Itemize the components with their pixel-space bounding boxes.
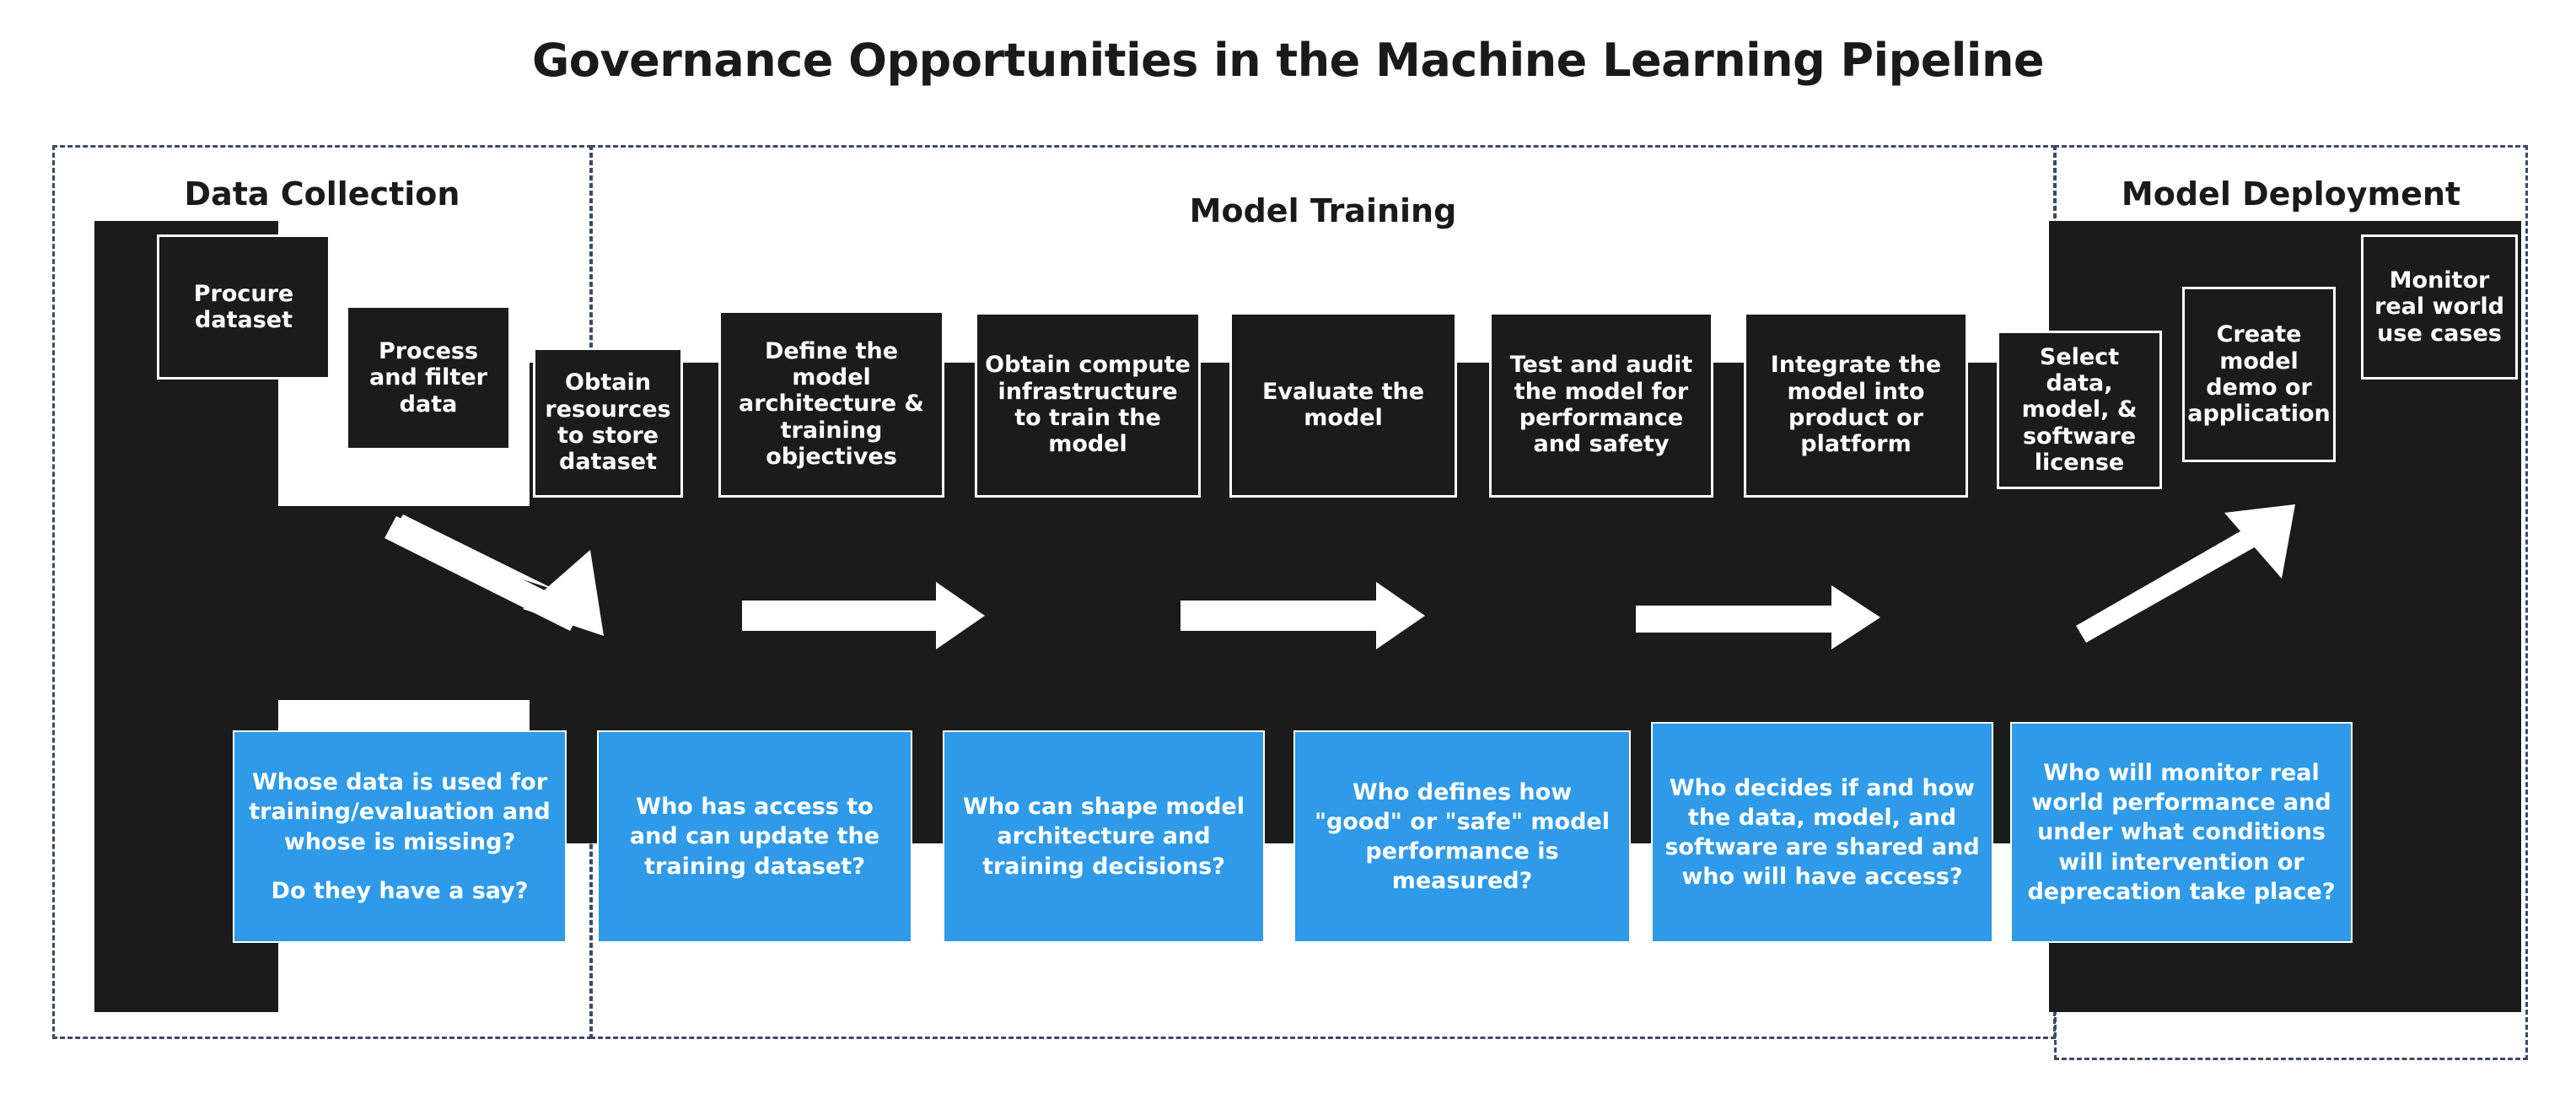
task-label: Create model demo or application xyxy=(2187,321,2331,428)
question-line-1: Who can shape model architecture and tra… xyxy=(963,794,1245,880)
lane-label-model-training: Model Training xyxy=(1189,192,1457,229)
lane-label-model-deployment: Model Deployment xyxy=(2121,175,2461,213)
question-box-monitoring[interactable]: Who will monitor real world performance … xyxy=(2010,722,2353,943)
task-box-test-audit-model[interactable]: Test and audit the model for performance… xyxy=(1489,312,1713,498)
question-line-gap xyxy=(245,857,555,876)
task-label: Select data, model, & software license xyxy=(2021,343,2138,476)
question-box-sharing-access[interactable]: Who decides if and how the data, model, … xyxy=(1651,722,1993,943)
task-label: Test and audit the model for performance… xyxy=(1509,352,1693,458)
question-box-access-update[interactable]: Who has access to and can update the tra… xyxy=(597,730,912,943)
question-line-1: Who decides if and how the data, model, … xyxy=(1664,774,1980,891)
question-box-define-good-safe[interactable]: Who defines how "good" or "safe" model p… xyxy=(1293,730,1631,943)
task-label: Process and filter data xyxy=(369,338,487,417)
question-line-1: Who defines how "good" or "safe" model p… xyxy=(1314,778,1610,895)
task-box-obtain-storage[interactable]: Obtain resources to store dataset xyxy=(533,347,683,498)
question-box-whose-data[interactable]: Whose data is used for training/evaluati… xyxy=(233,730,567,943)
question-line-1: Who has access to and can update the tra… xyxy=(629,794,880,880)
lane-label-data-collection: Data Collection xyxy=(184,175,460,213)
page-title: Governance Opportunities in the Machine … xyxy=(531,34,2045,87)
task-box-obtain-compute[interactable]: Obtain compute infrastructure to train t… xyxy=(975,312,1201,498)
task-box-create-demo[interactable]: Create model demo or application xyxy=(2182,287,2336,462)
task-box-monitor-use-cases[interactable]: Monitor real world use cases xyxy=(2361,234,2518,380)
task-label: Procure dataset xyxy=(193,280,294,333)
task-label: Define the model architecture & training… xyxy=(739,337,924,470)
task-label: Obtain compute infrastructure to train t… xyxy=(985,352,1191,458)
task-label: Integrate the model into product or plat… xyxy=(1770,352,1942,458)
question-box-shape-architecture[interactable]: Who can shape model architecture and tra… xyxy=(943,730,1265,943)
task-label: Evaluate the model xyxy=(1261,378,1425,431)
task-box-evaluate-model[interactable]: Evaluate the model xyxy=(1229,312,1457,498)
task-label: Monitor real world use cases xyxy=(2374,267,2504,347)
question-line-1: Who will monitor real world performance … xyxy=(2027,760,2336,905)
question-line-1: Whose data is used for training/evaluati… xyxy=(249,769,551,855)
task-box-process-filter-data[interactable]: Process and filter data xyxy=(346,305,511,450)
task-box-procure-dataset[interactable]: Procure dataset xyxy=(157,234,331,380)
task-box-integrate-model[interactable]: Integrate the model into product or plat… xyxy=(1744,312,1968,498)
task-box-define-architecture[interactable]: Define the model architecture & training… xyxy=(718,310,944,498)
task-box-select-license[interactable]: Select data, model, & software license xyxy=(1997,331,2162,489)
question-line-2: Do they have a say? xyxy=(271,877,529,904)
task-label: Obtain resources to store dataset xyxy=(545,369,671,476)
